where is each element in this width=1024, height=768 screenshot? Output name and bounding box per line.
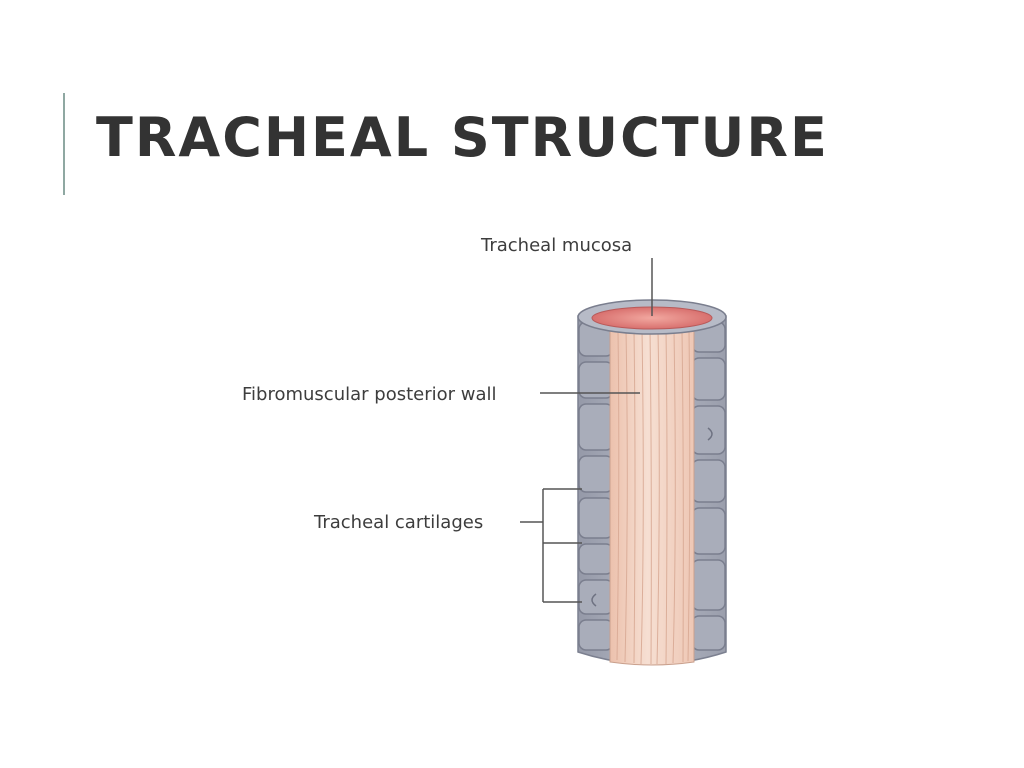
title-accent-bar — [63, 93, 65, 195]
label-fibromuscular-posterior-wall: Fibromuscular posterior wall — [242, 384, 497, 405]
slide-title: TRACHEAL STRUCTURE — [96, 106, 829, 169]
label-tracheal-mucosa: Tracheal mucosa — [480, 235, 632, 256]
trachea-tube — [577, 299, 727, 666]
cartilage-notches — [591, 427, 713, 607]
leader-lines — [520, 258, 653, 603]
label-tracheal-cartilages: Tracheal cartilages — [313, 512, 483, 533]
fibromuscular-posterior-wall — [609, 321, 695, 666]
muscle-fibre-lines — [616, 329, 691, 665]
